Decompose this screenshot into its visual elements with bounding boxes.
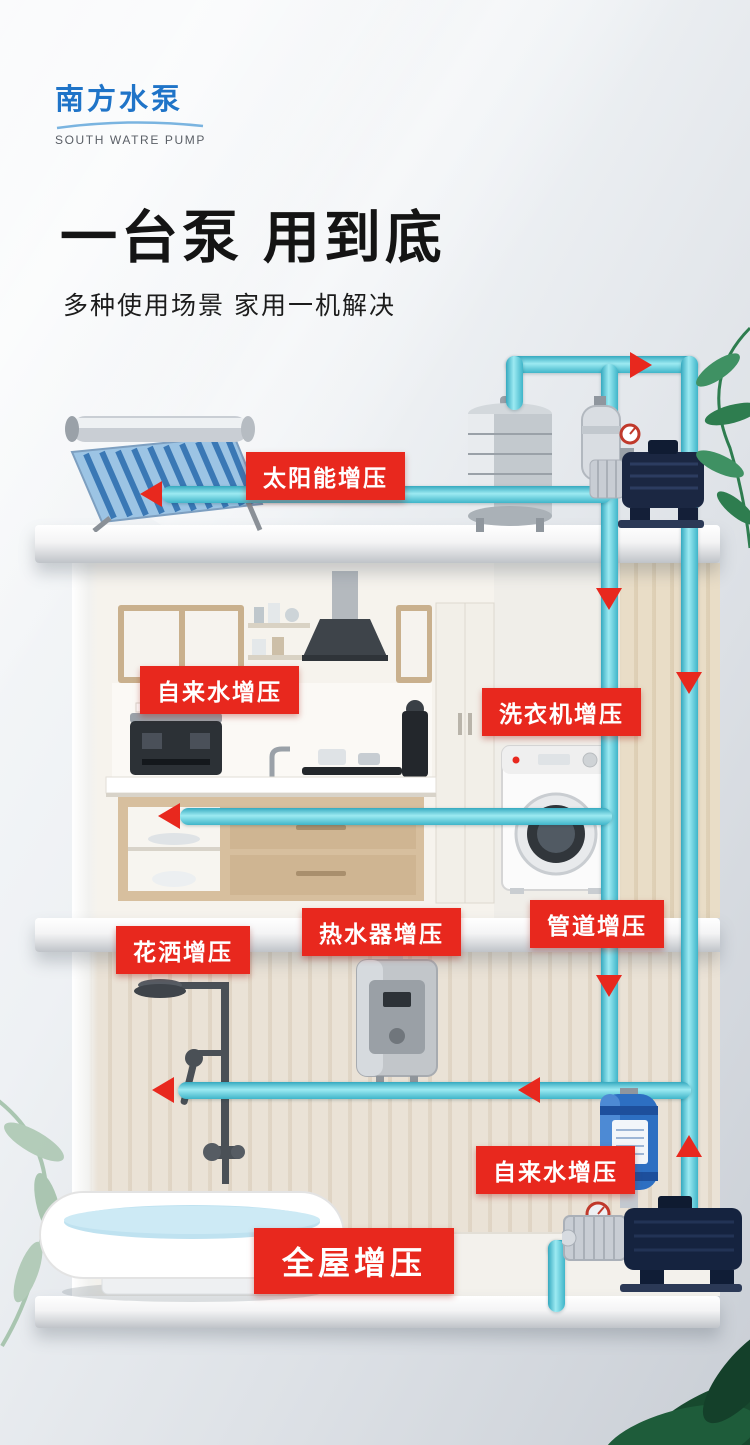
label-solar-boost: 太阳能增压 [246,452,405,500]
logo-swoosh-icon [56,121,204,130]
flow-arrow-down-icon [676,672,702,694]
brand-name-en: SOUTH WATRE PUMP [55,133,206,147]
flow-arrow-left-icon [140,481,162,507]
top-booster-pump [581,396,704,528]
pipe-kitchen-horizontal [180,808,612,825]
pipe-right-main-vertical [681,356,698,1222]
stainless-water-tank [468,396,552,532]
page-subtitle: 多种使用场景 家用一机解决 [63,292,396,320]
label-shower-boost: 花洒增压 [116,926,250,974]
flow-arrow-left-icon [518,1077,540,1103]
label-bottom-tap-boost: 自来水增压 [476,1146,635,1194]
pipe-bottom-pump-vertical [548,1240,565,1312]
page-title: 一台泵 用到底 [60,206,446,270]
solar-water-heater [65,416,264,532]
flow-arrow-down-icon [596,975,622,997]
brand-name-cn: 南方水泵 [55,84,184,116]
label-kitchen-tap-boost: 自来水增压 [140,666,299,714]
ground-slab [35,1296,720,1328]
flow-arrow-left-icon [152,1077,174,1103]
bottom-pump-with-pressure-tank [562,1088,742,1292]
flow-arrow-down-icon [596,588,622,610]
label-pipeline-boost: 管道增压 [530,900,664,948]
brand-logo: 南方水泵 SOUTH WATRE PUMP [55,76,206,147]
flow-arrow-left-icon [158,803,180,829]
pipe-tank-drop [506,356,523,410]
pipe-bathroom-horizontal [178,1082,691,1099]
flow-arrow-right-icon [630,352,652,378]
label-whole-house-boost: 全屋增压 [254,1228,455,1294]
label-water-heater-boost: 热水器增压 [302,908,461,956]
flow-arrow-up-icon [676,1135,702,1157]
label-washer-boost: 洗衣机增压 [482,688,641,736]
kitchen-floor [72,563,720,918]
shower-set [134,979,245,1184]
kitchen-right-wall [620,563,720,918]
gas-water-heater [356,950,438,1082]
